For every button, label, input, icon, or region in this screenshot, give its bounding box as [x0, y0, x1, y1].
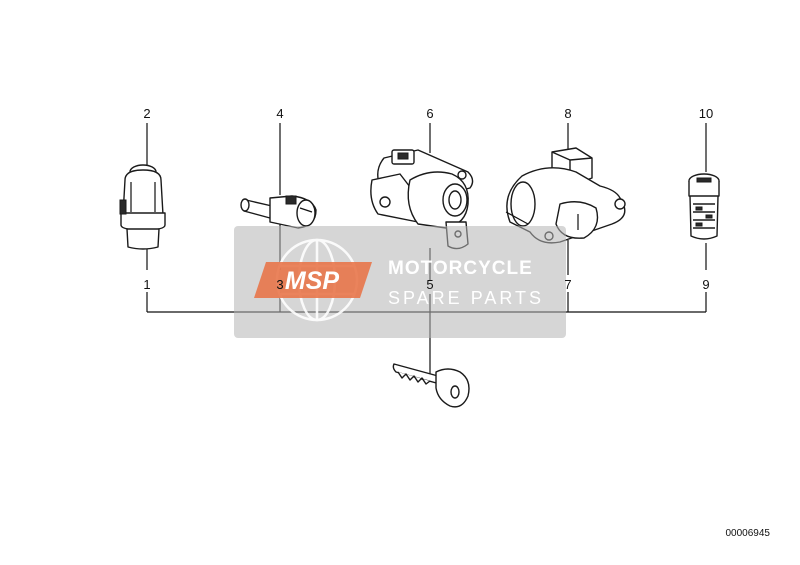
callout-7: 7	[564, 277, 571, 292]
watermark-logo: MSP	[285, 267, 340, 295]
callout-numbers: 2 4 6 8 10 1 3 5 7 9	[143, 106, 713, 292]
callout-10: 10	[699, 106, 713, 121]
part-8-lock-assembly	[505, 147, 626, 244]
watermark-logo-badge	[254, 262, 372, 298]
callout-6: 6	[426, 106, 433, 121]
callout-1: 1	[143, 277, 150, 292]
part-2-lock-barrel	[119, 164, 166, 250]
callout-3: 3	[276, 277, 283, 292]
part-5-key	[392, 363, 470, 408]
callout-4: 4	[276, 106, 283, 121]
callout-9: 9	[702, 277, 709, 292]
callout-2: 2	[143, 106, 150, 121]
part-10-lock-cylinder	[688, 173, 720, 240]
watermark: MSP MOTORCYCLE SPARE PARTS	[234, 226, 566, 338]
watermark-title: MOTORCYCLE	[388, 258, 533, 279]
reference-number: 00006945	[726, 528, 771, 539]
callout-8: 8	[564, 106, 571, 121]
part-4-lock-cylinder	[240, 195, 317, 229]
callout-5: 5	[426, 277, 433, 292]
watermark-subtitle: SPARE PARTS	[388, 288, 544, 308]
